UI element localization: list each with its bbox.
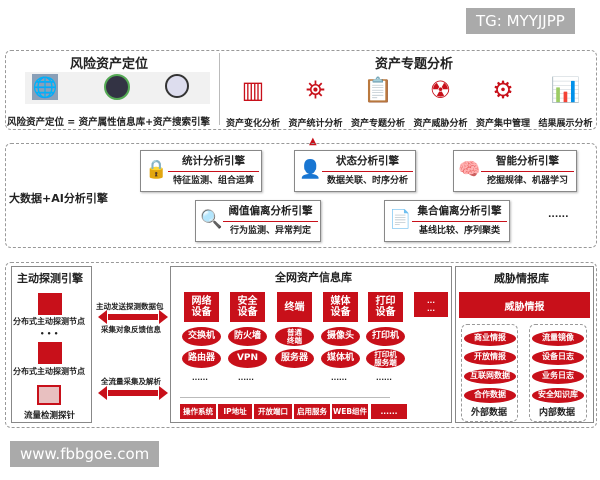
- external-label: 外部数据: [471, 408, 508, 418]
- probe-node-2: 分布式主动探测节点: [13, 367, 85, 376]
- bar-chart-icon: ▥: [241, 76, 265, 104]
- arrow-label-feedback: 采集对象反馈信息: [101, 325, 161, 334]
- watermark-top: TG: MYYJJPP: [466, 8, 575, 34]
- asset-dots: ......: [331, 374, 347, 382]
- bidirectional-arrow: [98, 310, 168, 324]
- shield-lock-icon: 🔒: [145, 159, 168, 180]
- arrow-label-traffic: 全流量采集及解析: [101, 377, 161, 386]
- monitor-chart-icon: 📊: [550, 76, 581, 104]
- topic-item[interactable]: ☢资产威胁分析: [410, 72, 472, 129]
- gear-cycle-icon: ⚙: [492, 76, 514, 104]
- asset-item[interactable]: 媒体机: [321, 349, 360, 368]
- document-user-icon: 📄: [389, 209, 412, 230]
- asset-attribute[interactable]: WEB组件: [332, 404, 368, 419]
- presenter-chart-icon: ⛯: [305, 76, 326, 104]
- globe-icon: 🌐: [32, 74, 58, 100]
- threat-source[interactable]: 安全知识库: [532, 388, 584, 403]
- asset-item[interactable]: 打印机: [366, 327, 405, 346]
- asset-category[interactable]: 网络 设备: [184, 292, 219, 322]
- asset-dots: ......: [376, 374, 392, 382]
- topic-item[interactable]: 📋资产专题分析: [347, 72, 409, 129]
- probe-node-1: 分布式主动探测节点: [13, 317, 85, 326]
- asset-category[interactable]: 终端: [277, 292, 312, 322]
- asset-item[interactable]: 摄像头: [321, 327, 360, 346]
- asset-attribute[interactable]: IP地址: [218, 404, 252, 419]
- threat-title: 威胁情报库: [494, 272, 549, 285]
- probe-dots: • • •: [40, 330, 59, 338]
- server-node-icon: [38, 342, 62, 364]
- ai-more: ......: [548, 210, 569, 220]
- asset-attribute[interactable]: 操作系统: [180, 404, 216, 419]
- probe-label: 流量检测探针: [24, 411, 76, 421]
- arrow-up-icon: ▲: [309, 136, 317, 147]
- topic-item[interactable]: 📊结果展示分析: [535, 72, 597, 129]
- topics-title: 资产专题分析: [375, 57, 454, 72]
- traffic-probe-icon: [37, 385, 61, 405]
- clipboard-chart-icon: 📋: [363, 76, 393, 104]
- risk-title: 风险资产定位: [70, 57, 149, 72]
- internal-data-group: [529, 324, 587, 422]
- threat-source[interactable]: 设备日志: [532, 350, 584, 365]
- bidirectional-arrow: [98, 386, 168, 400]
- asset-dots: ......: [238, 374, 254, 382]
- asset-category[interactable]: 媒体 设备: [323, 292, 358, 322]
- ai-panel: [5, 143, 597, 248]
- threat-intel-bar: 威胁情报: [459, 292, 590, 318]
- asset-item[interactable]: 服务器: [275, 349, 314, 368]
- category-more: ... ...: [414, 292, 448, 317]
- asset-attribute[interactable]: 开放端口: [254, 404, 292, 419]
- assets-title: 全网资产信息库: [275, 271, 352, 284]
- asset-item[interactable]: VPN: [228, 349, 267, 368]
- asset-attribute[interactable]: ......: [371, 404, 407, 419]
- bottom-panel: [5, 262, 597, 428]
- asset-db-box: [170, 266, 452, 423]
- topic-item[interactable]: ▥资产变化分析: [222, 72, 284, 129]
- external-data-group: [461, 324, 518, 422]
- search-magnifier-icon: [165, 74, 189, 98]
- asset-dots: ......: [192, 374, 208, 382]
- arrow-label-send: 主动发送探测数据包: [96, 302, 164, 311]
- threat-source[interactable]: 商业情报: [464, 331, 516, 346]
- asset-item[interactable]: 普通 终端: [275, 327, 314, 346]
- topic-item[interactable]: ⛯资产统计分析: [285, 72, 347, 129]
- asset-item[interactable]: 交换机: [182, 327, 221, 346]
- threat-source[interactable]: 流量镜像: [532, 331, 584, 346]
- asset-attribute[interactable]: 启用服务: [294, 404, 330, 419]
- analysis-engine-card[interactable]: 👤状态分析引擎数据关联、时序分析: [294, 150, 416, 192]
- shield-user-icon: 👤: [299, 159, 322, 180]
- watermark-bottom: www.fbbgoe.com: [10, 441, 160, 467]
- data-sphere-icon: [104, 74, 130, 100]
- magnifier-chart-icon: 🔍: [200, 209, 223, 230]
- asset-item[interactable]: 防火墙: [228, 327, 267, 346]
- analysis-engine-card[interactable]: 🔒统计分析引擎特征监测、组合运算: [140, 150, 262, 192]
- analysis-engine-card[interactable]: 🔍阈值偏离分析引擎行为监测、异常判定: [195, 200, 321, 242]
- topic-item[interactable]: ⚙资产集中管理: [472, 72, 534, 129]
- probe-title: 主动探测引擎: [17, 272, 83, 285]
- threat-source[interactable]: 业务日志: [532, 369, 584, 384]
- threat-source[interactable]: 开放情报: [464, 350, 516, 365]
- risk-formula: 风险资产定位 = 资产属性信息库+资产搜索引擎: [7, 117, 211, 128]
- internal-label: 内部数据: [539, 408, 576, 418]
- asset-category[interactable]: 打印 设备: [368, 292, 403, 322]
- threat-source[interactable]: 合作数据: [464, 388, 516, 403]
- top-panel: [5, 50, 597, 130]
- ai-label: 大数据+AI分析引擎: [9, 192, 108, 205]
- asset-item[interactable]: 路由器: [182, 349, 221, 368]
- asset-category[interactable]: 安全 设备: [230, 292, 265, 322]
- analysis-engine-card[interactable]: 🧠智能分析引擎挖掘规律、机器学习: [453, 150, 577, 192]
- asset-item[interactable]: 打印机 服务端: [366, 349, 405, 368]
- server-node-icon: [38, 293, 62, 315]
- brain-head-icon: 🧠: [458, 159, 481, 180]
- radiation-icon: ☢: [429, 76, 452, 104]
- threat-source[interactable]: 互联网数据: [464, 369, 516, 384]
- analysis-engine-card[interactable]: 📄集合偏离分析引擎基线比较、序列聚类: [384, 200, 510, 242]
